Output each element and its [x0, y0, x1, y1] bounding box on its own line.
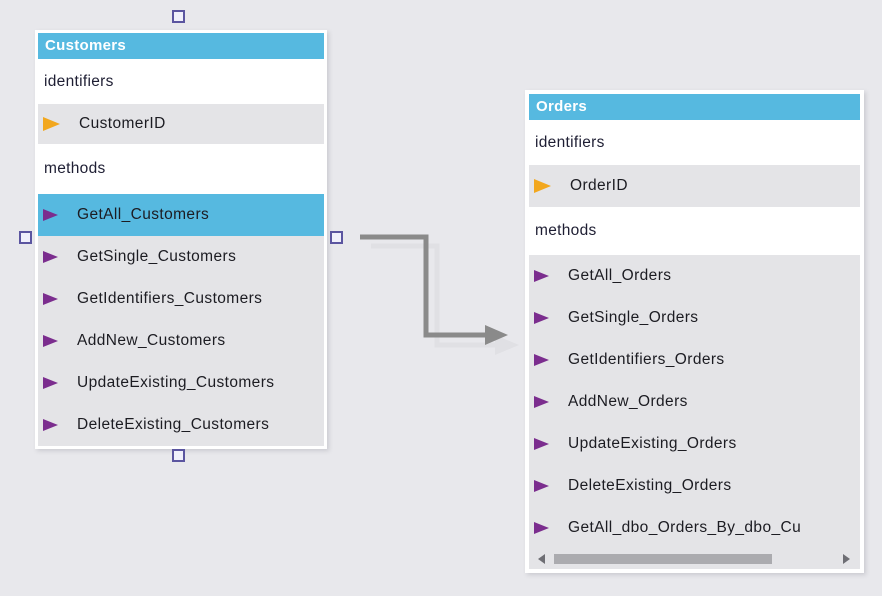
entity-orders-header[interactable]: Orders: [529, 94, 860, 120]
method-arrow-icon: [534, 396, 549, 408]
method-arrow-icon: [43, 335, 58, 347]
identifier-arrow-icon: [534, 179, 551, 193]
connector-line[interactable]: [360, 234, 508, 345]
method-row-getall-dbo-orders-by-dbo-cu[interactable]: GetAll_dbo_Orders_By_dbo_Cu: [529, 507, 860, 549]
method-name: GetSingle_Orders: [568, 309, 699, 326]
method-arrow-icon: [43, 293, 58, 305]
customers-selection-handle-left[interactable]: [19, 231, 32, 244]
method-row-getall-orders[interactable]: GetAll_Orders: [529, 255, 860, 297]
method-arrow-icon: [534, 522, 549, 534]
method-arrow-icon: [43, 209, 58, 221]
scroll-left-arrow-icon[interactable]: [538, 554, 545, 564]
method-name: AddNew_Orders: [568, 393, 688, 410]
method-name: UpdateExisting_Orders: [568, 435, 737, 452]
identifier-row-orderid[interactable]: OrderID: [529, 165, 860, 207]
method-row-updateexisting-customers[interactable]: UpdateExisting_Customers: [38, 362, 324, 404]
method-name: GetIdentifiers_Orders: [568, 351, 725, 368]
entity-customers[interactable]: Customers identifiers CustomerID methods…: [35, 30, 327, 449]
customers-identifiers-label: identifiers: [38, 59, 324, 104]
method-row-getsingle-orders[interactable]: GetSingle_Orders: [529, 297, 860, 339]
method-row-getidentifiers-customers[interactable]: GetIdentifiers_Customers: [38, 278, 324, 320]
identifier-name: OrderID: [570, 177, 628, 194]
identifier-name: CustomerID: [79, 115, 166, 132]
method-row-addnew-customers[interactable]: AddNew_Customers: [38, 320, 324, 362]
orders-horizontal-scrollbar[interactable]: [529, 549, 860, 569]
method-row-getidentifiers-orders[interactable]: GetIdentifiers_Orders: [529, 339, 860, 381]
method-name: GetSingle_Customers: [77, 248, 237, 265]
orders-methods-label: methods: [529, 207, 860, 255]
method-name: DeleteExisting_Customers: [77, 416, 270, 433]
method-row-deleteexisting-orders[interactable]: DeleteExisting_Orders: [529, 465, 860, 507]
orders-identifiers-label: identifiers: [529, 120, 860, 165]
method-arrow-icon: [43, 377, 58, 389]
customers-selection-handle-bottom[interactable]: [172, 449, 185, 462]
connector-shadow: [371, 243, 519, 355]
method-name: GetAll_Orders: [568, 267, 672, 284]
method-name: GetAll_dbo_Orders_By_dbo_Cu: [568, 519, 802, 536]
method-arrow-icon: [534, 480, 549, 492]
scrollbar-thumb[interactable]: [554, 554, 772, 564]
method-name: UpdateExisting_Customers: [77, 374, 275, 391]
method-row-addnew-orders[interactable]: AddNew_Orders: [529, 381, 860, 423]
entity-customers-header[interactable]: Customers: [38, 33, 324, 59]
customers-selection-handle-top[interactable]: [172, 10, 185, 23]
method-name: DeleteExisting_Orders: [568, 477, 732, 494]
entity-orders[interactable]: Orders identifiers OrderID methods GetAl…: [525, 90, 864, 573]
method-name: AddNew_Customers: [77, 332, 226, 349]
customers-methods-label: methods: [38, 144, 324, 194]
customers-selection-handle-right[interactable]: [330, 231, 343, 244]
method-arrow-icon: [534, 438, 549, 450]
scroll-right-arrow-icon[interactable]: [843, 554, 850, 564]
method-arrow-icon: [534, 354, 549, 366]
identifier-arrow-icon: [43, 117, 60, 131]
method-arrow-icon: [534, 312, 549, 324]
method-row-deleteexisting-customers[interactable]: DeleteExisting_Customers: [38, 404, 324, 446]
orders-methods-list: GetAll_Orders GetSingle_Orders GetIdenti…: [529, 255, 860, 569]
identifier-row-customerid[interactable]: CustomerID: [38, 104, 324, 144]
method-row-getsingle-customers[interactable]: GetSingle_Customers: [38, 236, 324, 278]
method-row-getall-customers[interactable]: GetAll_Customers: [38, 194, 324, 236]
method-arrow-icon: [534, 270, 549, 282]
method-row-updateexisting-orders[interactable]: UpdateExisting_Orders: [529, 423, 860, 465]
method-arrow-icon: [43, 419, 58, 431]
method-arrow-icon: [43, 251, 58, 263]
customers-methods-list: GetAll_Customers GetSingle_Customers Get…: [38, 194, 324, 446]
method-name: GetAll_Customers: [77, 206, 210, 223]
method-name: GetIdentifiers_Customers: [77, 290, 263, 307]
